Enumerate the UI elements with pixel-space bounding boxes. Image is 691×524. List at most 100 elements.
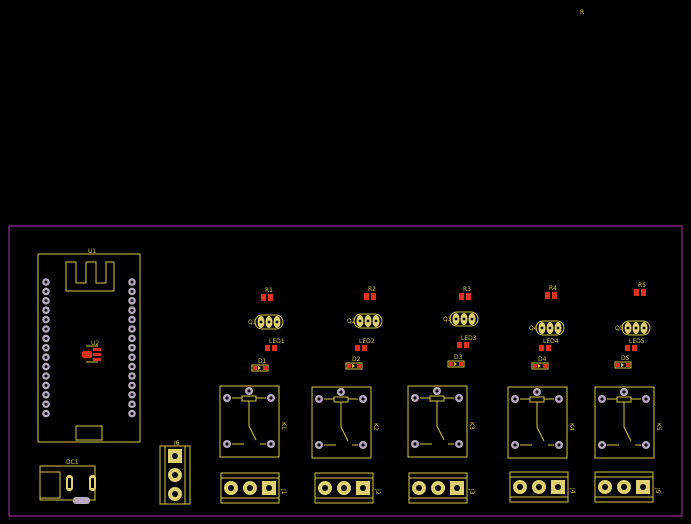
- terminal-block[interactable]: J5: [594, 471, 661, 503]
- relay[interactable]: K5: [594, 386, 662, 459]
- transistor[interactable]: Q1: [248, 314, 284, 330]
- transistor[interactable]: Q4: [529, 320, 565, 336]
- mcu-pin[interactable]: [128, 325, 136, 333]
- transistor-label: Q1: [248, 319, 257, 326]
- terminal-block[interactable]: J2: [314, 472, 381, 504]
- mcu-pin[interactable]: [42, 372, 50, 380]
- relay-label: K3: [468, 422, 475, 430]
- mcu-pin[interactable]: [128, 315, 136, 324]
- mcu-pin[interactable]: [42, 353, 50, 362]
- relay[interactable]: K3: [407, 385, 475, 458]
- dc-jack-label: DC1: [66, 459, 79, 466]
- terminal-block[interactable]: J4: [509, 471, 576, 503]
- mcu-smd-part[interactable]: [82, 345, 101, 363]
- mcu-pin[interactable]: [42, 297, 50, 305]
- diode[interactable]: D3: [447, 354, 465, 368]
- mcu-pin[interactable]: [42, 334, 50, 343]
- transistor-label: Q5: [615, 325, 624, 332]
- header-j6[interactable]: J6: [159, 440, 191, 505]
- mcu-pin[interactable]: [42, 409, 50, 418]
- mcu-pin[interactable]: [128, 372, 136, 380]
- mcu-pin[interactable]: [128, 278, 136, 286]
- mcu-pin[interactable]: [42, 315, 50, 324]
- mcu-pin[interactable]: [42, 362, 50, 371]
- mcu-pin[interactable]: [128, 344, 136, 352]
- diode-label: D5: [621, 355, 630, 362]
- resistor-label: R2: [368, 286, 376, 293]
- diode[interactable]: D2: [345, 356, 363, 370]
- transistor-label: Q4: [529, 325, 538, 332]
- mcu-pin[interactable]: [128, 334, 136, 343]
- mcu-pin[interactable]: [42, 381, 50, 390]
- mcu-pin[interactable]: [42, 325, 50, 333]
- resistor-label: R1: [265, 287, 273, 294]
- relay[interactable]: K4: [507, 386, 575, 459]
- mcu-pin[interactable]: [128, 381, 136, 390]
- led[interactable]: LED1: [265, 338, 285, 351]
- mcu-pin[interactable]: [128, 391, 136, 399]
- diode[interactable]: D4: [531, 356, 549, 370]
- led-label: LED4: [543, 338, 559, 345]
- resistor[interactable]: R4: [545, 285, 557, 299]
- mcu-pin[interactable]: [42, 287, 50, 296]
- mcu-pin[interactable]: [128, 400, 136, 409]
- transistor-label: Q2: [347, 318, 356, 325]
- resistor[interactable]: R2: [364, 286, 376, 300]
- mcu-pin[interactable]: [42, 344, 50, 352]
- diode-label: D3: [454, 354, 463, 361]
- mcu-pin[interactable]: [42, 278, 50, 286]
- diode[interactable]: D1: [251, 358, 269, 372]
- resistor[interactable]: R1: [261, 287, 273, 301]
- mcu-subref-label: U2: [91, 340, 99, 347]
- mcu-pin[interactable]: [128, 362, 136, 371]
- top-ref-label: R: [580, 9, 584, 16]
- terminal-label: J2: [374, 488, 381, 495]
- led[interactable]: LED2: [355, 338, 375, 351]
- resistor[interactable]: R5: [634, 282, 646, 296]
- led[interactable]: LED4: [539, 338, 559, 351]
- led[interactable]: LED3: [457, 335, 477, 348]
- transistor[interactable]: Q2: [347, 313, 383, 329]
- diode[interactable]: D5: [614, 355, 632, 369]
- relay[interactable]: K1: [219, 385, 287, 458]
- diode-label: D4: [538, 356, 547, 363]
- resistor-label: R4: [549, 285, 557, 292]
- terminal-label: J3: [468, 488, 475, 495]
- resistor[interactable]: R3: [459, 286, 471, 300]
- terminal-label: J5: [654, 487, 661, 494]
- relay-label: K1: [280, 422, 287, 430]
- relay[interactable]: K2: [311, 386, 379, 459]
- led-label: LED3: [461, 335, 477, 342]
- relay-label: K2: [372, 423, 379, 431]
- mcu-pin[interactable]: [128, 297, 136, 305]
- terminal-block[interactable]: J1: [220, 472, 287, 504]
- transistor-label: Q3: [443, 316, 452, 323]
- mcu-pin[interactable]: [42, 391, 50, 399]
- mcu-pin[interactable]: [128, 409, 136, 418]
- mcu-pin[interactable]: [42, 400, 50, 409]
- led[interactable]: LED5: [625, 338, 645, 351]
- mcu-pin[interactable]: [42, 306, 50, 315]
- led-label: LED1: [269, 338, 285, 345]
- terminal-label: J4: [569, 487, 576, 494]
- dc-jack[interactable]: DC1: [39, 459, 96, 504]
- mcu-pin[interactable]: [128, 306, 136, 315]
- terminal-block[interactable]: J3: [408, 472, 475, 504]
- led-label: LED5: [629, 338, 645, 345]
- led-label: LED2: [359, 338, 375, 345]
- resistor-label: R3: [463, 286, 471, 293]
- mcu-ref-label: U1: [88, 248, 96, 255]
- transistor[interactable]: Q5: [615, 320, 651, 336]
- board-outline: [8, 225, 683, 517]
- mcu-pin[interactable]: [128, 287, 136, 296]
- mcu-module[interactable]: U1 U2: [37, 248, 141, 443]
- transistor[interactable]: Q3: [443, 311, 479, 327]
- mcu-pin[interactable]: [128, 353, 136, 362]
- diode-label: D1: [258, 358, 267, 365]
